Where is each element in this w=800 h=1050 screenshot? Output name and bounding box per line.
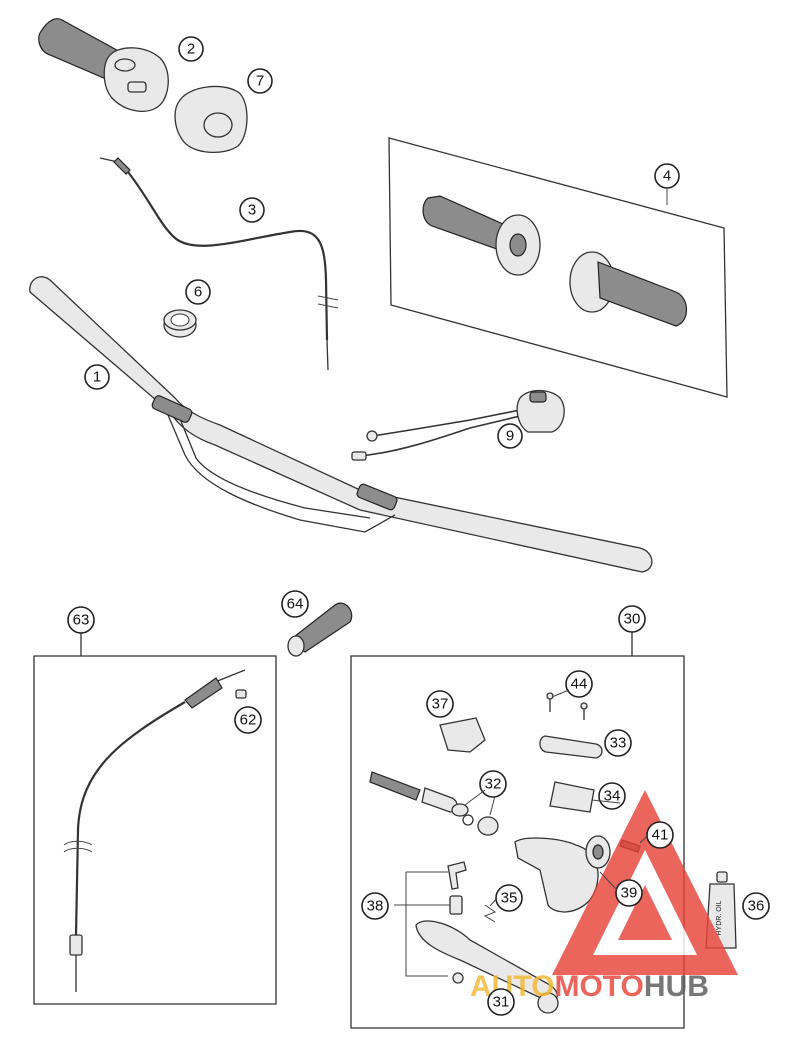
svg-text:36: 36 [748,898,765,915]
svg-text:3: 3 [248,202,256,219]
callout-64: 64 [281,590,309,618]
callout-4: 4 [654,163,680,189]
callout-31: 31 [487,988,515,1016]
callout-38: 38 [361,892,389,920]
leader-lines [464,188,668,907]
svg-text:7: 7 [256,73,264,90]
svg-text:1: 1 [93,369,101,386]
throttle-grip [38,18,169,112]
callout-37: 37 [426,690,454,718]
callout-41: 41 [646,821,674,849]
throttle-ring [163,309,197,338]
right-grip [569,251,688,327]
callout-36: 36 [742,892,770,920]
svg-text:63: 63 [73,612,90,629]
callout-32: 32 [479,770,507,798]
svg-text:35: 35 [501,890,518,907]
svg-text:44: 44 [571,676,588,693]
watermark-triangle-core [618,885,672,940]
callout-3: 3 [239,197,265,223]
callout-6: 6 [185,279,211,305]
svg-text:41: 41 [652,827,669,844]
callout-1: 1 [84,364,110,390]
brake-cylinder-panel [350,632,685,1029]
callout-33: 33 [604,729,632,757]
callout-9: 9 [497,423,523,449]
grip-set-panel [388,137,728,398]
automotohub-watermark: AUTOMOTOHUB [470,790,738,1003]
svg-text:6: 6 [194,284,202,301]
callout-39: 39 [615,879,643,907]
kill-switch [351,389,565,461]
watermark-text-moto: MOTO [554,970,643,1003]
svg-text:30: 30 [624,611,641,628]
clutch-cable-panel [33,632,277,1005]
callout-63: 63 [67,606,95,634]
callout-2: 2 [178,36,204,62]
svg-text:37: 37 [432,696,449,713]
svg-text:2: 2 [187,41,195,58]
watermark-text-hub: HUB [644,970,709,1003]
callout-7: 7 [247,68,273,94]
svg-text:64: 64 [287,596,304,613]
svg-text:9: 9 [506,428,514,445]
svg-text:31: 31 [493,994,510,1011]
callout-30: 30 [618,605,646,633]
callout-62: 62 [234,706,262,734]
svg-text:39: 39 [621,885,638,902]
svg-text:4: 4 [663,168,671,185]
callout-35: 35 [495,884,523,912]
svg-text:34: 34 [604,788,621,805]
svg-text:33: 33 [610,735,627,752]
grip-rubber [287,602,353,657]
svg-text:38: 38 [367,898,384,915]
callout-44: 44 [565,670,593,698]
handlebar [29,276,653,573]
svg-text:62: 62 [240,712,257,729]
throttle-housing-cover [174,85,248,153]
throttle-cable [99,157,339,371]
callout-34: 34 [598,782,626,810]
left-grip [422,195,541,276]
bottle-label: HYDR. OIL [716,900,723,935]
svg-text:32: 32 [485,776,502,793]
